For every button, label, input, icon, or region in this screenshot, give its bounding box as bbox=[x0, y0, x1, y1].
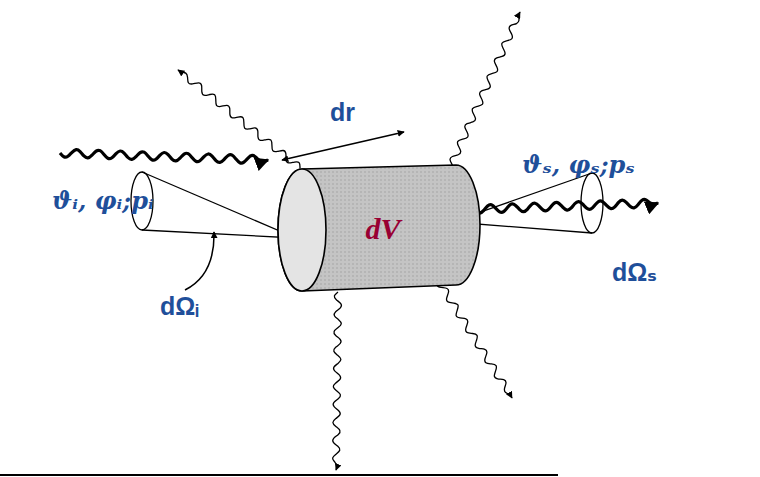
photon-wave bbox=[448, 12, 520, 172]
solid-angle-label: dΩₛ bbox=[612, 258, 657, 287]
photon-wave bbox=[60, 150, 268, 164]
bottom-rule bbox=[0, 474, 558, 476]
photon-wave bbox=[437, 280, 512, 398]
solid-angle-pointer bbox=[185, 232, 214, 290]
volume-label: dV bbox=[365, 212, 400, 246]
photon-wave bbox=[452, 199, 658, 213]
scattered-label: ϑₛ, φₛ;pₛ bbox=[522, 150, 635, 179]
incident-cone bbox=[131, 172, 296, 238]
incident-label: ϑᵢ, φᵢ;pᵢ bbox=[52, 186, 154, 215]
volume-cylinder: dV bbox=[272, 163, 484, 295]
length-arrow bbox=[282, 132, 404, 160]
photon-wave bbox=[178, 70, 300, 168]
photon-wave bbox=[333, 292, 342, 470]
length-label: dr bbox=[330, 98, 355, 127]
solid-angle-label: dΩᵢ bbox=[160, 292, 199, 321]
